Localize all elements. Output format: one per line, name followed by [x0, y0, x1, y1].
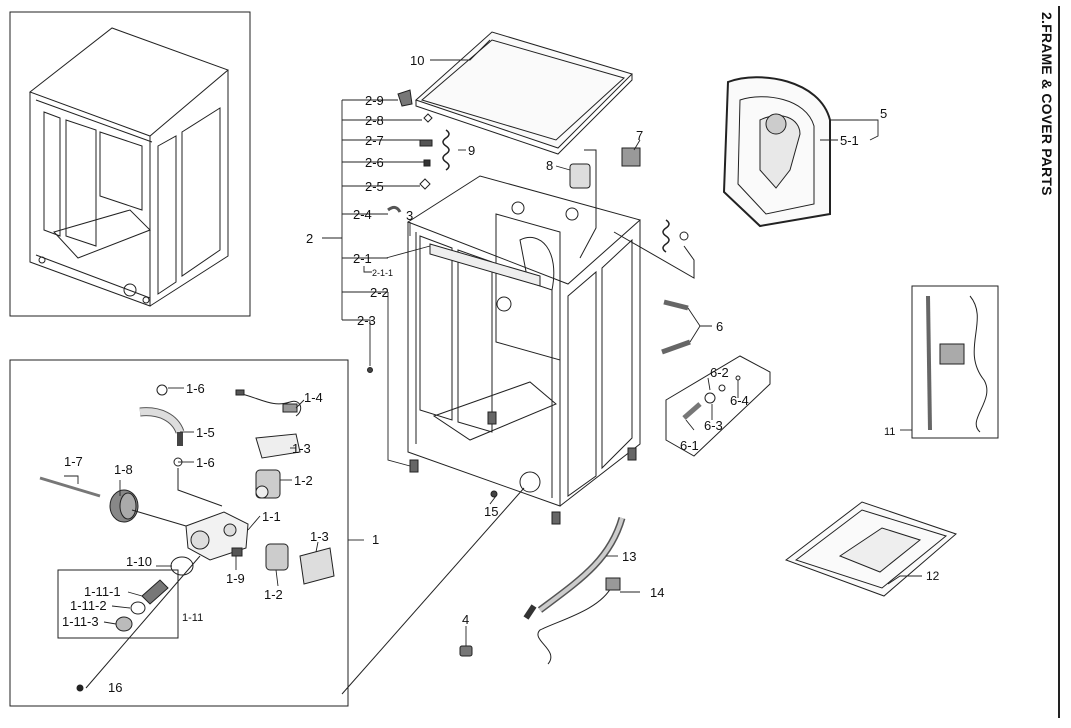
- callout-1-7: 1-7: [64, 454, 83, 469]
- callout-6-4: 6-4: [730, 393, 749, 408]
- callout-2-1: 2-1: [353, 251, 372, 266]
- callout-1-6-top: 1-6: [186, 381, 205, 396]
- callout-1-2-top: 1-2: [294, 473, 313, 488]
- callout-1-11: 1-11: [182, 612, 203, 624]
- callout-2-9: 2-9: [365, 93, 384, 108]
- callout-1-1: 1-1: [262, 509, 281, 524]
- callout-4: 4: [462, 612, 469, 627]
- section-1-11-box: [57, 569, 179, 639]
- section-1-box: [9, 359, 349, 707]
- callout-1-2-bottom: 1-2: [264, 587, 283, 602]
- callout-1-9: 1-9: [226, 571, 245, 586]
- callout-11: 11: [884, 426, 895, 438]
- callout-1-11-2: 1-11-2: [70, 598, 107, 613]
- callout-1: 1: [372, 532, 379, 547]
- callout-6: 6: [716, 319, 723, 334]
- callout-6-2: 6-2: [710, 365, 729, 380]
- callout-2-7: 2-7: [365, 133, 384, 148]
- callout-1-11-1: 1-11-1: [84, 584, 121, 599]
- callout-2-6: 2-6: [365, 155, 384, 170]
- callout-5: 5: [880, 106, 887, 121]
- callout-3: 3: [406, 208, 413, 223]
- callout-7: 7: [636, 128, 643, 143]
- callout-2-2: 2-2: [370, 285, 389, 300]
- callout-1-3-top: 1-3: [292, 441, 311, 456]
- callout-1-10: 1-10: [126, 554, 152, 569]
- callout-2-8: 2-8: [365, 113, 384, 128]
- callout-1-6-mid: 1-6: [196, 455, 215, 470]
- side-divider: [1058, 6, 1060, 718]
- callout-2: 2: [306, 231, 313, 246]
- callout-16: 16: [108, 680, 122, 695]
- callout-1-4: 1-4: [304, 390, 323, 405]
- callout-13: 13: [622, 549, 636, 564]
- callout-9: 9: [468, 143, 475, 158]
- cabinet-frame: [406, 175, 642, 507]
- callout-15: 15: [484, 504, 498, 519]
- callout-10: 10: [410, 53, 424, 68]
- callout-1-11-3: 1-11-3: [62, 614, 99, 629]
- callout-1-8: 1-8: [114, 462, 133, 477]
- callout-2-1-1: 2-1-1: [372, 268, 393, 278]
- callout-2-3: 2-3: [357, 313, 376, 328]
- callout-1-3-bottom: 1-3: [310, 529, 329, 544]
- callout-8: 8: [546, 158, 553, 173]
- callout-6-3: 6-3: [704, 418, 723, 433]
- callout-1-5: 1-5: [196, 425, 215, 440]
- callout-5-1: 5-1: [840, 133, 859, 148]
- callout-2-5: 2-5: [365, 179, 384, 194]
- section-title: 2.FRAME & COVER PARTS: [1039, 12, 1055, 196]
- assembled-cabinet-inset: [9, 11, 251, 317]
- callout-14: 14: [650, 585, 664, 600]
- callout-2-4: 2-4: [353, 207, 372, 222]
- callout-12: 12: [926, 569, 940, 583]
- callout-6-1: 6-1: [680, 438, 699, 453]
